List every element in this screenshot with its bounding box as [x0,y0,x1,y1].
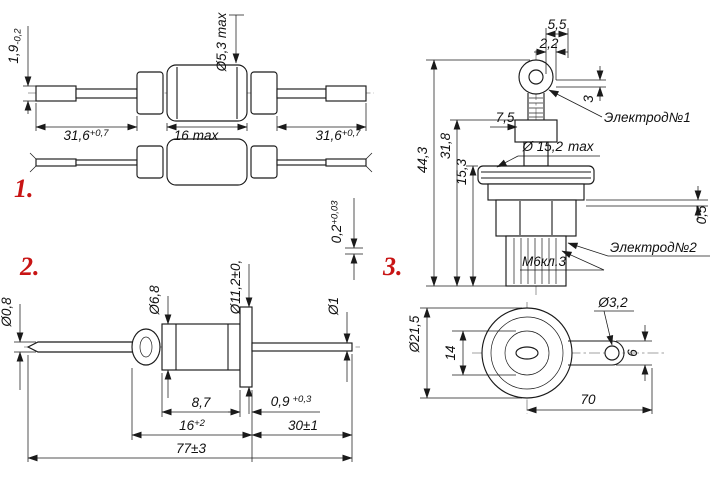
dim-figure3-total-height: 44,3 [415,146,430,173]
figure1-left-lead [75,88,138,99]
dim-figure3-top-outer-dia: Ø21,5 [407,315,422,353]
dim-figure2-flange-thickness: 0,9+0,3 [271,394,312,409]
dim-figure2-lead-dia-left: Ø0,8 [0,297,14,328]
figure1-right-cap [325,85,367,102]
dim-figure1-lead-left: 31,6+0,7 [63,128,109,143]
dim-figure2-lead-right-len: 30±1 [288,418,318,433]
figure2-left-wire [26,341,141,353]
dim-figure3-neck-dia: 7,5 [496,110,515,125]
figure3-top-slot [515,346,539,360]
figure3-front-view [477,50,595,298]
figure3-stem [523,141,549,167]
dim-figure3-terminal-width: 5,5 [548,17,567,32]
label-electrode1: Электрод№1 [604,110,691,125]
figure3-flange [477,165,595,185]
dim-figure3-mid-height: 31,8 [438,132,453,159]
figure2-right-lead [251,342,353,352]
dim-figure3-terminal-hole: 2,2 [539,36,559,51]
figure2-body [161,323,241,371]
label-thread: М6кл.3 [522,254,566,269]
label-electrode2: Электрод№2 [610,240,697,255]
dim-figure2-lead-dia-right: Ø1 [326,297,341,316]
figure3-top-dimensions: Ø21,5 14 Ø3,2 6 70 [407,295,653,414]
dim-figure3-tab-hole-dia: Ø3,2 [597,295,628,310]
dim-figure1-lead-thickness: 1,9-0,2 [6,28,24,64]
dim-figure3-top-hex: 14 [443,345,458,360]
figure1-right-collar [250,71,278,115]
dim-figure2-flange-step: 0,2+0,03 [329,200,344,244]
figure3-top-view [472,302,664,414]
dim-figure3-tab-width: 6 [625,349,640,357]
figure2-dimensions: Ø0,8 Ø6,8 Ø11,2±0, Ø1 0,2+0,03 8,7 0,9+0… [0,198,363,462]
figure1-left-collar [136,71,164,115]
dim-figure2-body-len: 8,7 [192,395,211,410]
figure2-drawing [24,306,360,388]
figure1-index: 1. [14,174,34,203]
figure1-side-view [29,138,373,186]
dim-figure3-terminal-thickness: 3 [581,95,596,103]
figure1-body [166,64,248,122]
figure1-right-lead [276,88,327,99]
figure3-index: 3. [382,252,403,281]
dim-figure1-lead-right: 31,6+0,7 [315,128,361,143]
dim-figure3-flange-height: 15,3 [454,158,469,185]
figure2-loop [131,328,161,366]
dim-figure2-total-len: 77±3 [176,441,206,456]
figure3-tab-hole [604,345,620,361]
figure3-hex [495,199,577,237]
figure3-disc [487,183,585,201]
figure1-left-cap [35,85,77,102]
dim-figure1-body-dia: Ø5,3max [214,11,229,72]
figure1-front-view [28,64,374,122]
dim-figure2-section-len: 16+2 [179,418,206,433]
dim-figure2-body-dia: Ø6,8 [147,285,162,316]
dim-figure3-lip: 0,5 [694,205,709,224]
dim-figure3-tab-len: 70 [580,392,596,407]
dim-figure2-flange-dia: Ø11,2±0, [228,260,243,315]
figure2-index: 2. [19,252,40,281]
figure2-flange [239,306,253,388]
